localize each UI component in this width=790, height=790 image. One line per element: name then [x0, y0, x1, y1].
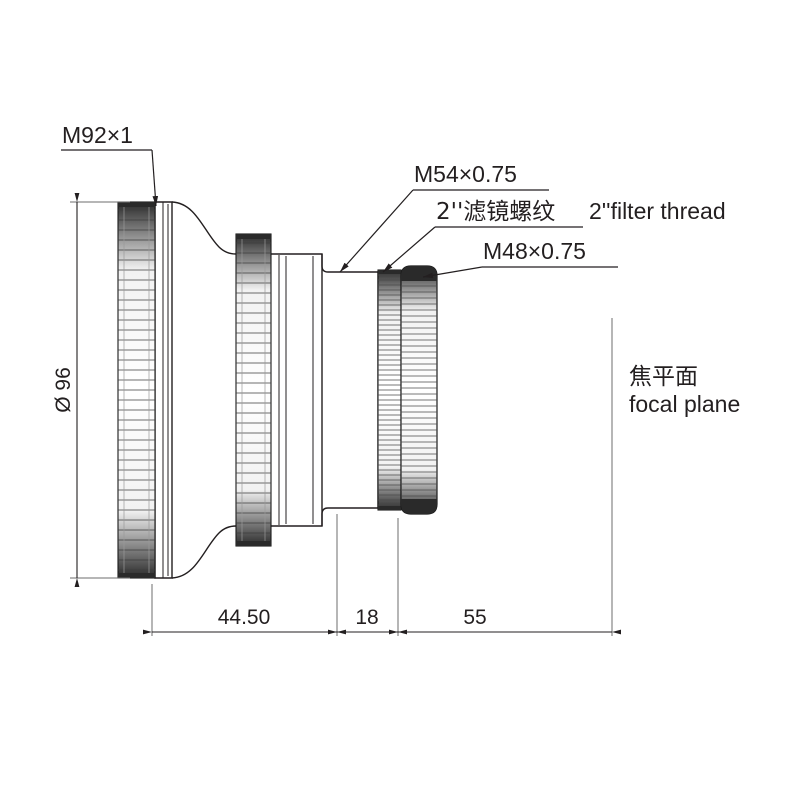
label-m54: M54×0.75 [339, 161, 549, 273]
label-filter-thread: 2''滤镜螺纹 2''filter thread [382, 198, 726, 273]
shoulder-step [321, 254, 340, 273]
barrel-section-large [154, 201, 173, 579]
barrel-section-small [340, 271, 379, 509]
dim-44-50: 44.50 [143, 606, 346, 635]
dim-diameter-text: Ø 96 [52, 367, 75, 413]
shoulder-step-bottom [321, 507, 340, 526]
lens-body-group [117, 201, 438, 579]
knurled-ring-m92 [117, 201, 156, 579]
knurled-ring-mid [235, 233, 272, 547]
knurled-ring-m54 [377, 269, 402, 511]
label-filter-cn-text: 2''滤镜螺纹 [436, 199, 555, 225]
dim-55: 55 [389, 606, 621, 635]
label-focal-plane-en-text: focal plane [629, 391, 740, 417]
taper-profile-top [171, 201, 237, 255]
dim-55-text: 55 [463, 606, 486, 629]
dim-18-text: 18 [355, 606, 378, 629]
label-focal-plane: 焦平面 focal plane [629, 364, 740, 417]
label-m48-text: M48×0.75 [483, 238, 586, 264]
label-m54-text: M54×0.75 [414, 161, 517, 187]
label-m92-text: M92×1 [62, 122, 133, 148]
taper-profile-bottom [171, 525, 237, 579]
label-m92: M92×1 [61, 122, 159, 207]
barrel-section-mid [271, 253, 323, 527]
dim-18: 18 [328, 606, 407, 635]
knurled-ring-m48 [400, 265, 438, 515]
label-filter-en-text: 2''filter thread [589, 198, 726, 224]
label-focal-plane-cn-text: 焦平面 [629, 364, 698, 390]
annotation-group: M92×1 M54×0.75 2''滤镜螺纹 2''filter thread … [61, 122, 740, 417]
dim-44-50-text: 44.50 [218, 606, 271, 629]
dimension-group: Ø 96 44.50 18 55 [52, 193, 621, 636]
dim-diameter-96: Ø 96 [52, 193, 130, 587]
label-m48: M48×0.75 [422, 238, 618, 279]
